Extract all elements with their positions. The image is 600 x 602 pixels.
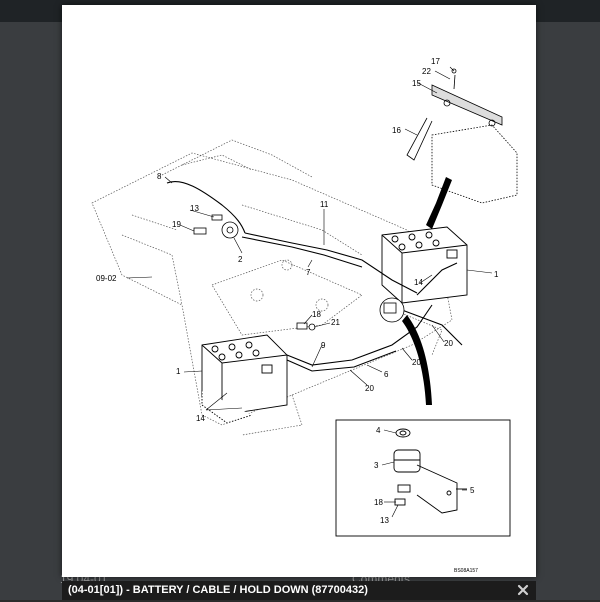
- cables: [166, 181, 463, 372]
- lightbox-panel: 17 22 15 16 8 13 19 2 11 7 09-02 14 1 18…: [62, 5, 536, 577]
- callout-5: 5: [470, 486, 475, 495]
- callout-20-a: 20: [444, 339, 453, 348]
- callout-14-upper: 14: [414, 278, 423, 287]
- switch-detail-inset: [335, 419, 511, 537]
- parts-diagram: 17 22 15 16 8 13 19 2 11 7 09-02 14 1 18…: [91, 57, 518, 574]
- callout-20-c: 20: [365, 384, 374, 393]
- callout-1-lower: 1: [176, 367, 181, 376]
- callout-8: 8: [157, 172, 162, 181]
- drawing-ref-code: BS08A157: [454, 568, 478, 574]
- hardware-cluster: [193, 214, 316, 331]
- callout-9: 9: [321, 341, 326, 350]
- callout-arrow-bottom: [402, 315, 432, 405]
- machine-frame: [91, 139, 453, 436]
- callout-21: 21: [331, 318, 340, 327]
- callout-3: 3: [374, 461, 379, 470]
- switch-on-frame: [379, 297, 405, 323]
- caption-bar: (04-01[01]) - BATTERY / CABLE / HOLD DOW…: [62, 581, 536, 600]
- callout-09-02: 09-02: [96, 274, 117, 283]
- callout-16: 16: [392, 126, 401, 135]
- callout-18: 18: [312, 310, 321, 319]
- close-button[interactable]: [516, 583, 530, 597]
- leader-lines: [126, 66, 493, 518]
- callout-1-upper: 1: [494, 270, 499, 279]
- callout-17: 17: [431, 57, 440, 66]
- callout-4: 4: [376, 426, 381, 435]
- callout-14-lower: 14: [196, 414, 205, 423]
- callout-6: 6: [384, 370, 389, 379]
- caption-title: (04-01[01]) - BATTERY / CABLE / HOLD DOW…: [68, 584, 368, 596]
- callout-7: 7: [306, 268, 311, 277]
- close-icon: [517, 584, 529, 596]
- callout-13-inset: 13: [380, 516, 389, 525]
- callout-13: 13: [190, 204, 199, 213]
- callout-arrow-top: [426, 177, 452, 229]
- callout-19: 19: [172, 220, 181, 229]
- hold-down-inset: [406, 68, 518, 204]
- battery-upper: [381, 226, 468, 304]
- callout-2: 2: [238, 255, 243, 264]
- callout-11: 11: [320, 200, 329, 209]
- callout-22: 22: [422, 67, 431, 76]
- battery-lower: [201, 334, 288, 424]
- callout-15: 15: [412, 79, 421, 88]
- callout-20-b: 20: [412, 358, 421, 367]
- callout-18-inset: 18: [374, 498, 383, 507]
